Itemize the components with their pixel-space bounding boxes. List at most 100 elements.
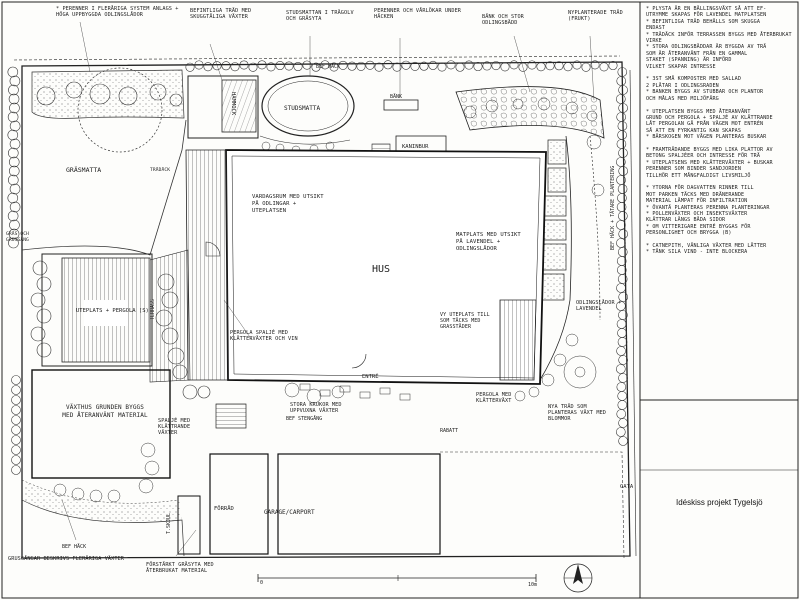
hedge-shrub [8, 84, 19, 96]
label-trampoline: STUDSMATTA [284, 105, 321, 112]
label-bin-shed: T.SKJUL [166, 513, 172, 534]
hedge-shrub [617, 130, 627, 140]
hedge-shrub [616, 364, 626, 374]
hedge-shrub [7, 192, 19, 204]
note-line: GRUND OCH PERGOLA + SPALJÉ AV KLÄTTRANDE [646, 114, 773, 121]
label-dining: MATPLATS MED UTSIKT PÅ LAVENDEL + ODLING… [456, 232, 521, 252]
hedge-shrub [616, 112, 626, 122]
label-lawn: GRÄSMATTA [66, 165, 101, 174]
large-pots [284, 382, 345, 404]
note-line: SOM ÄR ÅTERANVÄNT FRÅN EN GAMMAL [646, 50, 748, 57]
patio-frame [41, 253, 153, 367]
shrubs-greenhouse [53, 442, 160, 503]
note-line: * ÖVANTÄ PLANTERAS PERENNA PLANTERINGAR [646, 204, 770, 211]
existing-tree-canopy [77, 67, 163, 153]
hedge-shrub [11, 455, 21, 465]
note-line: OCH MÅLAS MED MILJÖFÄRG [646, 95, 719, 102]
stone-path-stepping [299, 383, 411, 401]
hedge-shrub [419, 61, 429, 71]
note-line: * POLLENVÄXTER OCH INSEKTSVÄXTER [646, 211, 748, 217]
hedge-shrub [284, 61, 294, 71]
hedge-shrub [8, 93, 20, 105]
hedge-shrub [311, 62, 321, 72]
hedge-shrub [616, 157, 626, 167]
label-deck-edge: TRÄDÄCK [150, 168, 171, 173]
note-line: * UTEPLATSEN BYGGS MED ÅTERANVÄNT [646, 108, 751, 115]
hedge-shrub [8, 237, 19, 249]
callout-bottom-2: FÖRSTÄRKT GRÄSYTA MED ÅTERBRUKAT MATERIA… [146, 562, 214, 575]
callout-odling: ODLINGSLÅDOR + LAVENDEL [576, 300, 622, 313]
hedge-shrub [617, 247, 628, 257]
hedge-shrub [473, 62, 483, 72]
hedge-shrub [11, 465, 21, 475]
hedge-shrub [437, 62, 447, 72]
rabatt-shrubs [514, 333, 597, 402]
hedge-shrub [11, 405, 21, 415]
hedge-shrub [7, 66, 19, 78]
hedge-shrub [11, 435, 21, 445]
note-line: MOT PARKEN TÄCKS MED DRÄNERANDE [646, 191, 745, 198]
hedge-shrub [599, 62, 609, 72]
note-line: * BEFINTLIGA TRÄD BEHÅLLS SOM SKUGGA [646, 18, 761, 25]
note-line: KLÄTTRAR LÄNGS BÅDA SIDOR [646, 217, 726, 224]
greenhouse [31, 369, 171, 479]
label-entrance: ENTRÉ [362, 372, 379, 380]
callout-new-trees: NYA TRÄD SOM PLANTERAS VÄXT MED BLOMMOR [548, 404, 607, 423]
shrubs-patio [30, 260, 211, 400]
hedge-shrub [302, 60, 312, 70]
label-rabatt: RABATT [440, 428, 458, 434]
note-line: STAKET (SPANNING) ÄR INFÖRD [646, 57, 732, 64]
hedge-shrub [616, 301, 626, 311]
hedge-shrub [491, 61, 501, 71]
label-hedge-right: BEF HÄCK + TÄTARE PLANTERING [609, 166, 616, 250]
hedge-shrub [9, 75, 21, 87]
note-line: * TRÄDÄCK INFÖR TERRASSEN BYGGS MED ÅTER… [646, 31, 792, 38]
hammock-area [187, 75, 259, 139]
label-patio: UTEPLATS + PERGOLA (S) [76, 308, 149, 314]
small-deck [215, 403, 247, 429]
hedge-shrub [590, 60, 600, 70]
hedge-shrub [374, 62, 384, 72]
hedge-shrub [616, 76, 627, 86]
hedge-shrub [7, 147, 19, 159]
hedge-shrub [365, 60, 375, 70]
hedge-shrub [7, 174, 19, 186]
hedge-shrub [563, 62, 573, 72]
note-line: * OM VITTERIGARE ENTRÉ BYGGAS FÖR [646, 223, 751, 230]
callout-leaders [61, 21, 595, 557]
hedge-shrub [8, 165, 20, 177]
hedge-shrub [464, 60, 474, 70]
callout-top-4: PERENNER OCH VÅRLÖKAR UNDER HÄCKEN [374, 8, 462, 21]
hedge-shrub [257, 60, 267, 70]
hedge-shrub [248, 62, 258, 72]
label-street: GATA [620, 484, 634, 490]
hedge-shrub [617, 337, 628, 347]
label-living-room: VARDAGSRUM MED UTSIKT PÅ ODLINGAR + UTEP… [252, 194, 324, 214]
hedge-shrub [616, 346, 626, 356]
garage-carport [277, 453, 441, 555]
hedge-shrub [203, 62, 213, 72]
hedge-shrub [338, 60, 348, 70]
curved-bed-top-right [455, 86, 605, 139]
hedge-shrub [536, 62, 546, 72]
hedge-shrub [616, 94, 626, 104]
hedge-shrub [410, 61, 420, 71]
notes-column: * PLYSTA ÄR EN BÄLLINGSVÄXT SÅ ATT EF- U… [646, 6, 796, 256]
hedge-shrub [509, 60, 519, 70]
hedge-shrub [9, 219, 20, 231]
note-line: * STORA ODLINGSBÄDDAR ÄR BYGGDA AV TRÄ [646, 44, 767, 51]
hedge-shrub [616, 382, 627, 392]
hedge-shrub [518, 62, 528, 72]
hedge-shrub [293, 62, 303, 72]
label-terrace: TERRASS [150, 299, 156, 320]
label-greenhouse: VÄXTHUS GRUNDEN BYGGS MED ÅTERANVÄNT MAT… [62, 404, 148, 419]
terrace-decking [185, 149, 229, 381]
hedge-shrub [11, 375, 21, 385]
callout-pergola: PERGOLA SPALJÉ MED KLÄTTERVÄXTER OCH VIN [230, 330, 298, 343]
hedge-right [616, 67, 628, 446]
hedge-shrub [618, 229, 628, 239]
trampoline [261, 75, 355, 137]
door-swing-entrance [351, 353, 367, 369]
